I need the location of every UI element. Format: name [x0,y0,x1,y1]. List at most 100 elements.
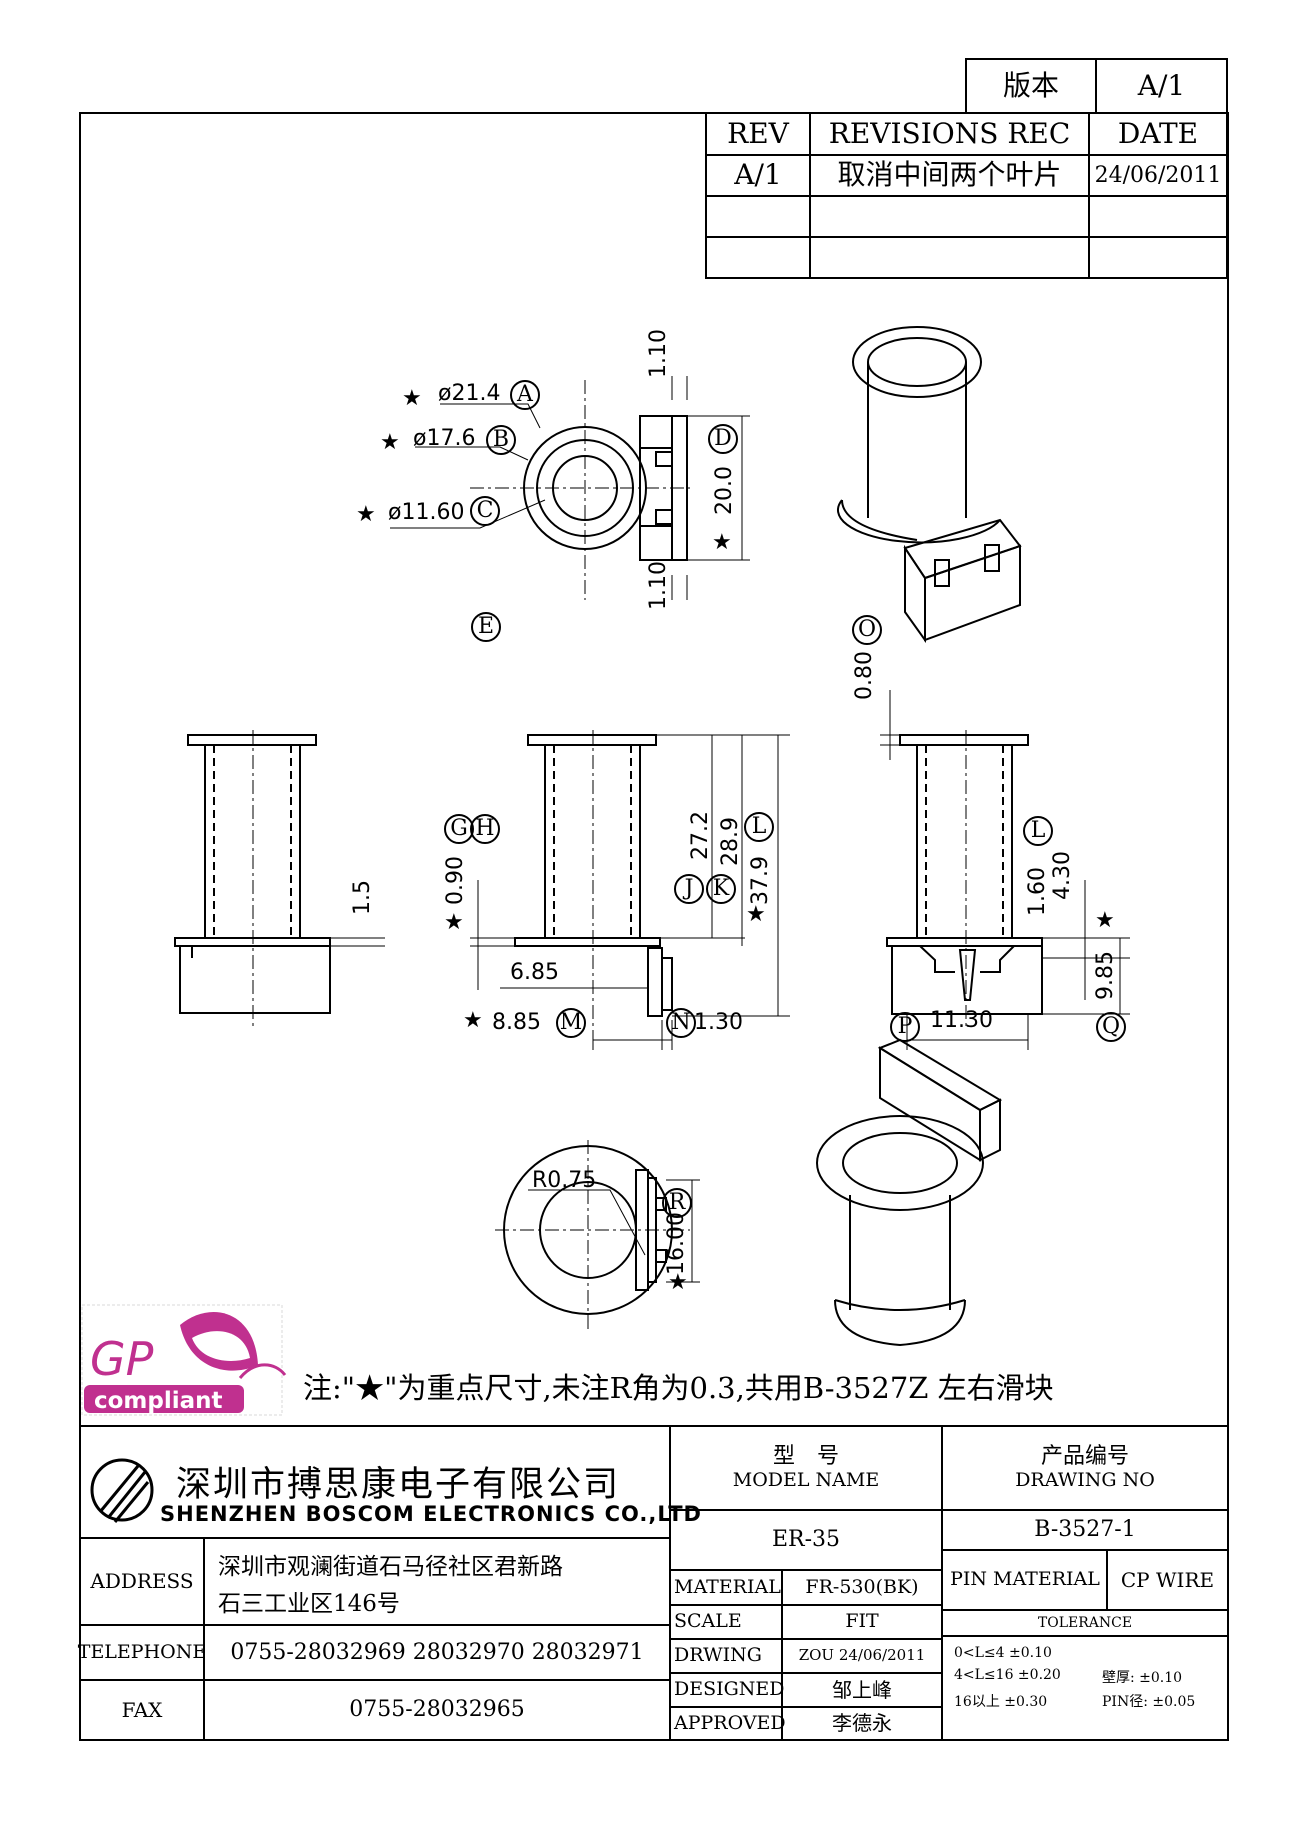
label-o: O [852,615,882,645]
rev-header: REV [727,116,789,150]
dim-1130: 11.30 [930,1008,993,1033]
revision-row-1-date: 24/06/2011 [1094,162,1222,188]
gp-compliant-logo: GP compliant [81,1304,287,1416]
label-d: D [708,424,738,454]
dim-r075: R0.75 [532,1168,597,1193]
designed-value: 邹上峰 [832,1677,892,1702]
pin-material-value: CP WIRE [1120,1567,1215,1592]
drawing-by-label: DRWING [674,1644,762,1667]
star-right: ★ [1095,908,1115,933]
date-header: DATE [1117,116,1199,150]
star-a: ★ [402,386,422,411]
label-h: H [470,814,500,844]
company-name-cn: 深圳市搏思康电子有限公司 [176,1465,621,1505]
star-c: ★ [356,502,376,527]
dim-379: 37.9 [748,856,773,905]
drawing-border [79,112,1229,1741]
side-view-middle [470,730,790,1050]
dim-130: 1.30 [694,1010,743,1035]
star-1600: ★ [668,1270,688,1295]
pin-dia-tolerance: PIN径: ±0.05 [1102,1694,1196,1710]
dim-160: 1.60 [1025,867,1050,916]
label-m: M [556,1008,586,1038]
tolerance-line-2: 4<L≤16 ±0.20 [954,1667,1061,1683]
label-q: Q [1096,1012,1126,1042]
iso-view-1 [837,326,1022,644]
scale-value: FIT [845,1610,879,1633]
address-label: ADDRESS [90,1569,194,1593]
dim-289: 28.9 [718,817,743,866]
scale-label: SCALE [674,1610,742,1633]
title-block-grid [80,1425,1228,1740]
dim-dia-c: ø11.60 [388,500,465,525]
label-l-mid: L [744,812,774,842]
label-k: K [706,874,736,904]
label-l-right: L [1023,816,1053,846]
label-a: A [510,380,540,410]
label-r: R [662,1188,692,1218]
label-p: P [890,1012,920,1042]
dim-o-080: 0.80 [852,651,877,700]
rec-header: REVISIONS REC [828,116,1071,150]
star-885: ★ [463,1008,483,1033]
iso-view-2 [816,1038,1003,1347]
compliant-text: compliant [94,1388,223,1414]
label-e: E [471,612,501,642]
star-090: ★ [444,910,464,935]
wall-tolerance: 壁厚: ±0.10 [1102,1670,1183,1686]
tolerance-line-3: 16以上 ±0.30 [954,1694,1048,1710]
material-value: FR-530(BK) [805,1575,919,1598]
dim-bottom-110: 1.10 [646,561,671,610]
drawing-by-value: ZOU 24/06/2011 [798,1646,926,1665]
drawing-value: B-3527-1 [1034,1517,1136,1543]
company-name-en: SHENZHEN BOSCOM ELECTRONICS CO.,LTD [160,1502,702,1526]
drawing-label-cn: 产品编号 [1040,1444,1129,1470]
dim-15: 1.5 [350,880,375,915]
approved-value: 李德永 [832,1711,892,1735]
drawing-no-label: 产品编号 DRAWING NO [942,1426,1228,1510]
drawing-label-en: DRAWING NO [1015,1468,1155,1491]
dim-height-200: 20.0 [712,466,737,515]
gp-text: GP [90,1332,154,1386]
approved-label: APPROVED [674,1711,786,1734]
dim-685: 6.85 [510,960,559,985]
fax-value: 0755-28032965 [349,1697,525,1723]
version-label: 版本 [1002,68,1059,102]
address-line-2: 石三工业区146号 [218,1591,400,1617]
fax-label: FAX [121,1697,163,1722]
dim-430: 4.30 [1050,851,1075,900]
side-view-left [174,730,385,1030]
address-line-1: 深圳市观澜街道石马径社区君新路 [218,1554,563,1580]
model-label-cn: 型 号 [772,1444,839,1470]
star-b: ★ [380,430,400,455]
model-label-en: MODEL NAME [732,1468,880,1491]
note-text: 注:"★"为重点尺寸,未注R角为0.3,共用B-3527Z 左右滑块 [303,1371,1054,1405]
label-j: J [674,874,704,904]
dim-272: 27.2 [688,811,713,860]
star-379: ★ [746,902,766,927]
star-d: ★ [712,530,732,555]
bottom-view [495,1140,700,1330]
label-b: B [486,425,516,455]
dim-dia-a: ø21.4 [438,381,501,406]
designed-label: DESIGNED [674,1678,785,1701]
model-name-label: 型 号 MODEL NAME [670,1426,942,1510]
label-c: C [470,496,500,526]
pin-material-label: PIN MATERIAL [950,1568,1100,1591]
telephone-value: 0755-28032969 28032970 28032971 [230,1639,644,1665]
tolerance-label: TOLERANCE [1037,1614,1133,1631]
revision-row-1-rev: A/1 [734,158,782,192]
revision-row-1-rec: 取消中间两个叶片 [837,158,1062,192]
dim-top-110: 1.10 [646,329,671,378]
dim-1600: 16.00 [664,1212,689,1275]
telephone-label: TELEPHONE [77,1640,207,1663]
label-n: N [666,1008,696,1038]
model-value: ER-35 [771,1527,841,1553]
top-view [390,376,750,600]
dim-090: 0.90 [443,856,468,905]
material-label: MATERIAL [674,1575,781,1598]
version-value: A/1 [1137,68,1186,102]
dim-885: 8.85 [492,1010,541,1035]
company-logo-icon [90,1458,154,1523]
